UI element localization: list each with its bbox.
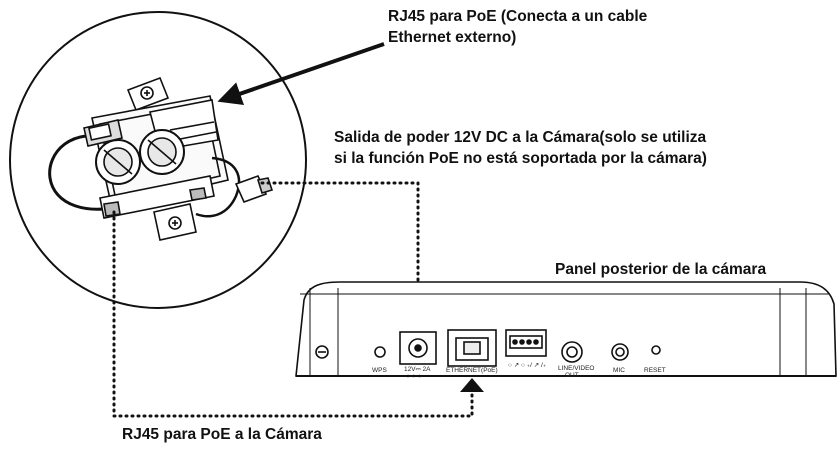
- line-video-label-1: LINE/VIDEO: [558, 365, 594, 372]
- rj45-external-callout: RJ45 para PoE (Conecta a un cable Ethern…: [388, 6, 647, 48]
- power-output-callout: Salida de poder 12V DC a la Cámara(solo …: [334, 127, 707, 169]
- rear-panel-title: Panel posterior de la cámara: [555, 261, 767, 278]
- rj45-external-line1: RJ45 para PoE (Conecta a un cable: [388, 8, 648, 25]
- reset-label: RESET: [644, 367, 666, 374]
- wps-button-graphic: [374, 346, 386, 358]
- ethernet-dotted-connector: [112, 210, 474, 418]
- power-dotted-connector: [260, 181, 420, 316]
- rj45-external-arrow: [217, 42, 385, 106]
- io-port-label: ○ ↗ ○ ₊/ ↗ /₊: [508, 362, 547, 369]
- rear-panel-device: [295, 281, 837, 377]
- power-port-label: 12V⎓ 2A: [404, 366, 431, 373]
- power-output-line1: Salida de poder 12V DC a la Cámara(solo …: [334, 129, 707, 146]
- power-output-line2: si la función PoE no está soportada por …: [334, 150, 707, 167]
- camera-base-assembly: [48, 76, 274, 241]
- mic-label: MIC: [613, 367, 625, 374]
- wps-label: WPS: [372, 367, 387, 374]
- rj45-camera-callout: RJ45 para PoE a la Cámara: [122, 426, 322, 443]
- ethernet-port-label: ETHERNET(PoE): [446, 367, 498, 374]
- ethernet-arrowhead: [460, 378, 484, 392]
- line-video-label-2: OUT: [565, 372, 579, 379]
- power-port-sublabel: ○ ○ ○: [406, 373, 421, 380]
- reset-button-graphic: [651, 345, 661, 355]
- rj45-external-line2: Ethernet externo): [388, 29, 517, 46]
